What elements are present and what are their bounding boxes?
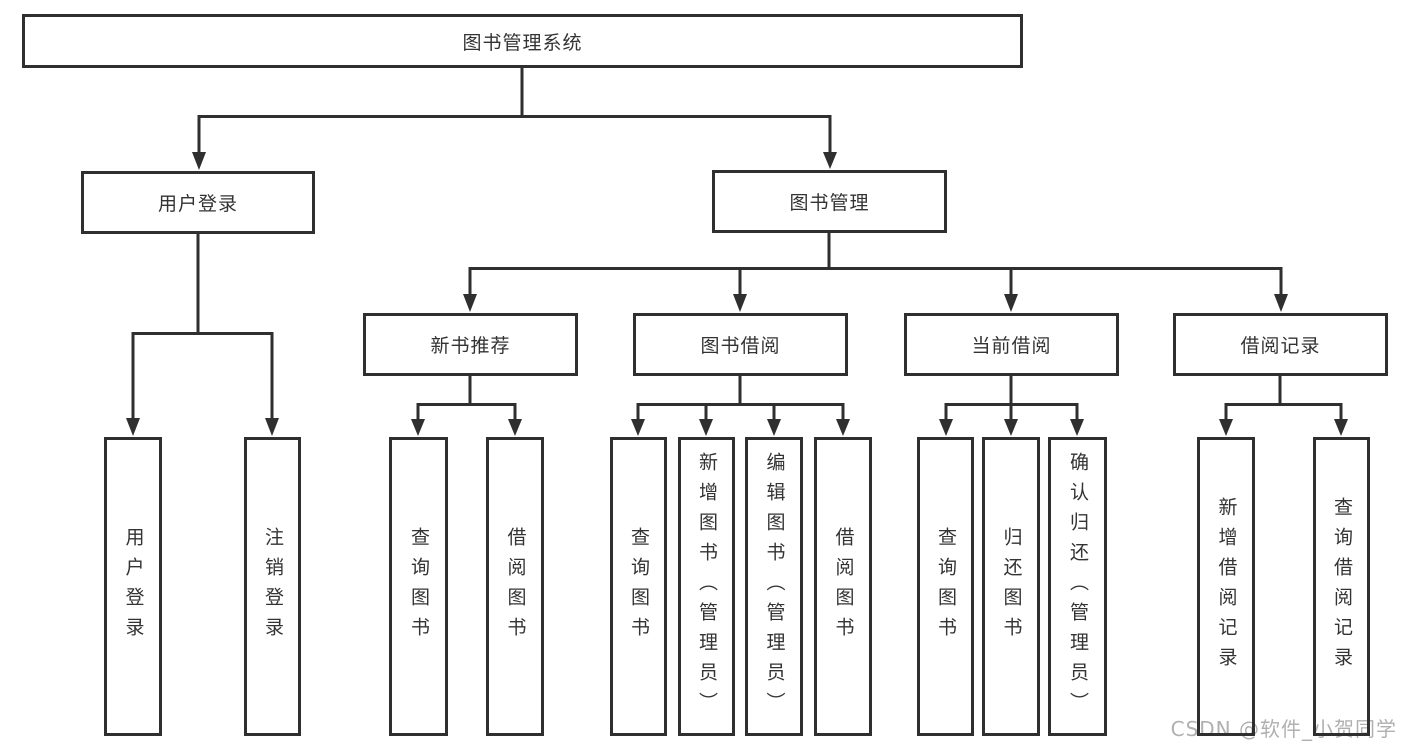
arrowhead <box>1219 419 1233 436</box>
leaf-add-books-admin-label: 新增图书（管理员） <box>696 451 718 722</box>
arrowhead <box>1004 294 1018 312</box>
branch-root <box>192 68 837 170</box>
leaf-newbook-query-books-label: 查询图书 <box>408 526 430 647</box>
node-new-book-recommend: 新书推荐 <box>363 313 578 376</box>
leaf-logout-label: 注销登录 <box>262 526 284 647</box>
arrowhead <box>508 419 522 436</box>
node-root-label: 图书管理系统 <box>462 31 583 54</box>
node-user-login: 用户登录 <box>81 171 315 234</box>
branch-book-borrow <box>631 376 850 436</box>
arrowhead <box>463 294 477 312</box>
arrowhead <box>699 419 713 436</box>
leaf-current-query-books-label: 查询图书 <box>935 526 957 647</box>
leaf-return-books: 归还图书 <box>982 437 1040 736</box>
arrowhead <box>939 419 953 436</box>
node-borrow-records-label: 借阅记录 <box>1240 335 1321 357</box>
leaf-newbook-query-books: 查询图书 <box>389 437 448 736</box>
leaf-borrow-query-books-label: 查询图书 <box>628 526 650 647</box>
leaf-newbook-borrow-books-label: 借阅图书 <box>504 526 527 647</box>
arrowhead <box>1334 419 1348 436</box>
node-book-borrow-label: 图书借阅 <box>700 335 781 357</box>
arrowhead <box>265 418 279 436</box>
arrowhead <box>192 152 206 170</box>
branch-user-login <box>126 234 279 436</box>
arrowhead <box>1004 419 1018 436</box>
branch-book-mgmt <box>463 233 1288 312</box>
leaf-edit-books-admin: 编辑图书（管理员） <box>745 437 803 736</box>
leaf-borrow-borrow-books-label: 借阅图书 <box>832 526 855 647</box>
leaf-logout: 注销登录 <box>244 437 301 736</box>
csdn-watermark: CSDN @软件_小贺同学 <box>1170 717 1397 741</box>
arrowhead <box>823 152 837 169</box>
leaf-add-borrow-record: 新增借阅记录 <box>1197 437 1255 736</box>
branch-current-borrow <box>939 376 1084 436</box>
node-borrow-records: 借阅记录 <box>1173 313 1388 376</box>
branch-new-book-rec <box>411 376 522 436</box>
node-current-borrow: 当前借阅 <box>904 313 1119 376</box>
leaf-user-login: 用户登录 <box>104 437 162 736</box>
arrowhead <box>1274 294 1288 312</box>
node-book-management-label: 图书管理 <box>789 192 870 214</box>
leaf-query-borrow-record-label: 查询借阅记录 <box>1331 496 1353 677</box>
leaf-edit-books-admin-label: 编辑图书（管理员） <box>763 451 786 722</box>
branch-borrow-records <box>1219 376 1348 436</box>
arrowhead <box>733 294 747 312</box>
node-new-book-recommend-label: 新书推荐 <box>430 335 511 357</box>
node-current-borrow-label: 当前借阅 <box>971 335 1052 357</box>
arrowhead <box>631 419 645 436</box>
leaf-borrow-query-books: 查询图书 <box>610 437 667 736</box>
leaf-query-borrow-record: 查询借阅记录 <box>1313 437 1370 736</box>
arrowhead <box>767 419 781 436</box>
node-root: 图书管理系统 <box>22 14 1023 68</box>
leaf-confirm-return-admin-label: 确认归还（管理员） <box>1067 451 1089 722</box>
leaf-current-query-books: 查询图书 <box>917 437 974 736</box>
leaf-add-books-admin: 新增图书（管理员） <box>678 437 735 736</box>
arrowhead <box>411 419 425 436</box>
leaf-newbook-borrow-books: 借阅图书 <box>486 437 544 736</box>
leaf-add-borrow-record-label: 新增借阅记录 <box>1215 496 1238 677</box>
node-book-borrow: 图书借阅 <box>633 313 848 376</box>
node-user-login-label: 用户登录 <box>157 193 238 215</box>
arrowhead <box>126 418 140 436</box>
leaf-confirm-return-admin: 确认归还（管理员） <box>1048 437 1107 736</box>
leaf-borrow-borrow-books: 借阅图书 <box>814 437 872 736</box>
node-book-management: 图书管理 <box>712 170 947 233</box>
leaf-user-login-label: 用户登录 <box>122 526 145 647</box>
arrowhead <box>836 419 850 436</box>
leaf-return-books-label: 归还图书 <box>1000 526 1023 647</box>
arrowhead <box>1070 419 1084 436</box>
